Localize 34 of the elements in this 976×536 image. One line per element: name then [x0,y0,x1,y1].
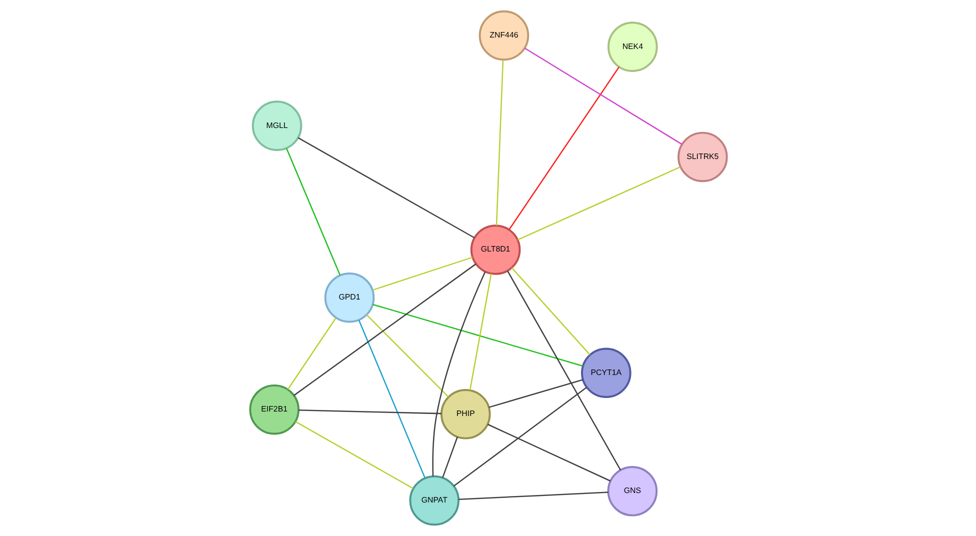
node-circle: GLT8D1 [470,224,520,275]
connector [286,318,336,390]
node-circle: GNS [606,466,658,516]
connector [508,66,620,230]
node-circle: SLITRK5 [677,132,728,182]
connector [285,148,340,276]
connector [488,379,583,408]
connector [458,492,608,500]
node-circle: PCYT1A [580,348,631,398]
node-circle: PHIP [440,389,490,440]
connector [372,304,582,367]
connector [358,320,426,478]
node-circle: ZNF446 [478,10,529,61]
node-circle: NEK4 [607,22,658,72]
connector [452,387,586,487]
connector [297,137,474,238]
node-circle: GNPAT [408,475,460,526]
connector [524,48,682,145]
node-circle: MGLL [251,100,302,151]
connector [468,274,492,390]
connector [506,270,621,470]
node-circle: GPD1 [324,272,374,323]
connector [366,314,448,398]
connector [293,263,476,396]
connector [510,267,590,356]
connector [432,272,486,476]
connector [516,166,680,240]
node-circle: EIF2B1 [248,384,299,435]
connector [495,60,504,226]
connector [442,436,458,478]
connector [487,424,610,482]
connector [372,256,472,291]
connector [298,410,441,414]
connector [294,421,413,489]
